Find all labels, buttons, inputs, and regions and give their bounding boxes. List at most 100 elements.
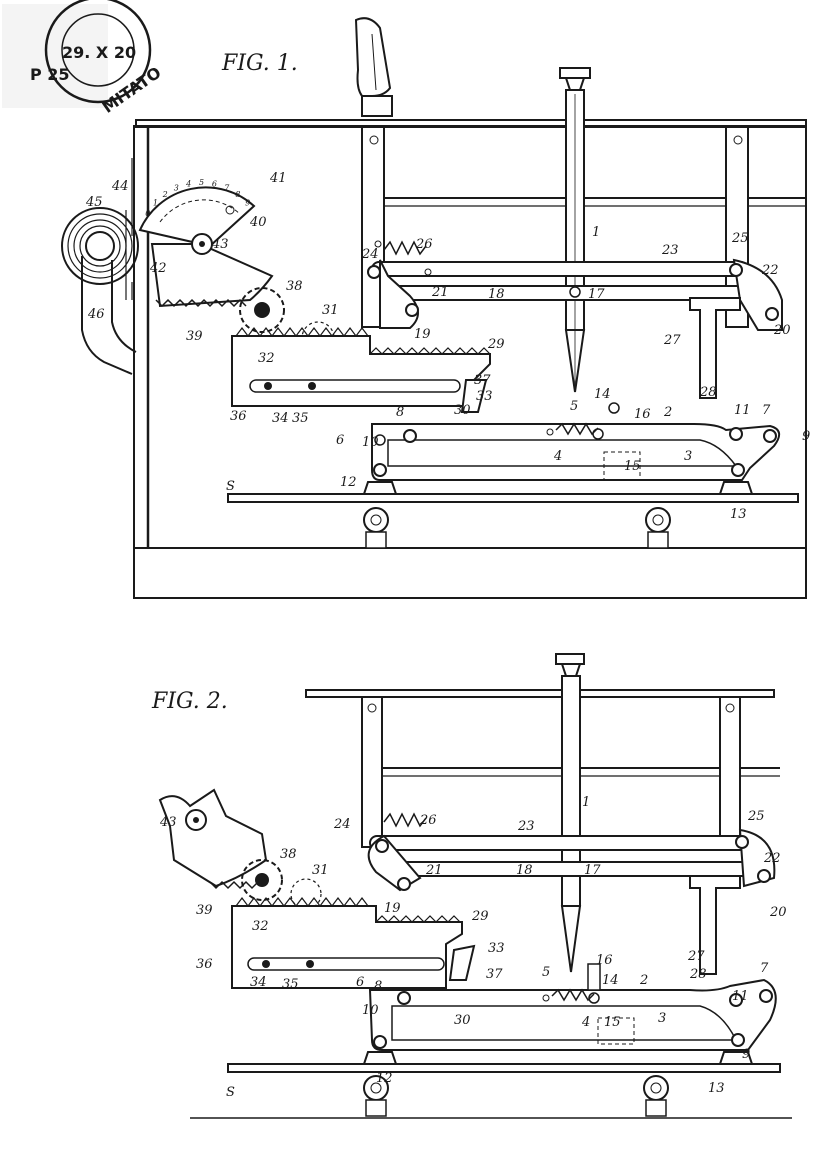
reference-numeral: 9 (802, 429, 810, 444)
reference-numeral: 35 (282, 977, 299, 992)
reference-numeral: 4 (553, 449, 562, 464)
feet-wheels (363, 507, 671, 549)
reference-numeral: 6 (336, 433, 344, 448)
reference-numeral: 28 (699, 385, 717, 400)
reference-numeral: 22 (761, 263, 779, 278)
reference-numeral: 43 (159, 815, 177, 830)
reference-numeral: 30 (454, 1013, 471, 1028)
patent-office-stamp: 29. X 20 MITATO P 25 (2, 0, 165, 117)
reference-numeral: 22 (763, 851, 781, 866)
reference-numeral: 33 (488, 941, 505, 956)
dial-scale-number: 0 (145, 209, 150, 218)
reference-numeral: 17 (588, 287, 605, 302)
reference-numeral: 2 (663, 405, 672, 420)
dial-scale-number: 5 (199, 178, 204, 187)
reference-numeral: 12 (340, 475, 357, 490)
reference-numeral: S (226, 1085, 235, 1100)
reference-numeral: 36 (196, 957, 213, 972)
reference-numeral: 10 (362, 1003, 379, 1018)
reference-numeral: 39 (196, 903, 213, 918)
reference-numeral: 34 (272, 411, 289, 426)
reference-numeral: 10 (362, 435, 379, 450)
reference-numeral: 13 (708, 1081, 725, 1096)
reference-numeral: 21 (431, 285, 449, 300)
figure-1-label: FIG. 1. (221, 51, 298, 76)
dial-scale-number: 4 (185, 179, 191, 188)
reference-numeral: 8 (396, 405, 404, 420)
reference-numeral: 29 (487, 337, 505, 352)
reference-numeral: 13 (730, 507, 747, 522)
figure-2-label: FIG. 2. (151, 689, 228, 714)
stamp-agency: MITATO (99, 63, 165, 117)
reference-numeral: 23 (517, 819, 535, 834)
reference-numeral: 32 (258, 351, 275, 366)
reference-numeral: 7 (762, 403, 771, 418)
figure-2: FIG. 2. (151, 653, 792, 1119)
reference-numeral: 15 (604, 1015, 621, 1030)
reference-numeral: 18 (516, 863, 533, 878)
dial-scale-number: 8 (235, 190, 240, 199)
reference-numeral: 3 (684, 449, 692, 464)
reference-numeral: S (226, 479, 235, 494)
reference-numeral: 14 (602, 973, 619, 988)
reference-numeral: 18 (488, 287, 505, 302)
dial-scale-number: 6 (212, 179, 217, 188)
reference-numeral: 12 (376, 1071, 393, 1086)
reference-numeral: 31 (322, 303, 339, 318)
reference-numeral: 11 (734, 403, 751, 418)
reference-numeral: 38 (280, 847, 297, 862)
lower-linkage (371, 402, 781, 481)
reference-numeral: 16 (596, 953, 613, 968)
reference-numeral: 7 (760, 961, 769, 976)
reference-numeral: 27 (687, 949, 705, 964)
reference-numeral: 21 (425, 863, 443, 878)
reference-numeral: 5 (542, 965, 550, 980)
reference-numeral: 32 (252, 919, 269, 934)
reference-numeral: 20 (769, 905, 787, 920)
reference-numeral: 30 (454, 403, 471, 418)
dial-scale-number: 9 (245, 199, 250, 208)
reference-numeral: 8 (374, 979, 382, 994)
reference-numeral: 9 (742, 1047, 750, 1062)
reference-numeral: 19 (414, 327, 431, 342)
reference-numeral: 37 (474, 373, 491, 388)
reference-numeral: 31 (312, 863, 329, 878)
stamp-date: 29. X 20 (62, 43, 136, 62)
dial-scale-number: 1 (153, 199, 158, 208)
top-plate (135, 119, 807, 128)
reference-numeral: 25 (747, 809, 765, 824)
reference-numeral: 39 (186, 329, 203, 344)
reference-numeral: 15 (624, 459, 641, 474)
reference-numeral: 24 (333, 817, 351, 832)
reference-numeral: 26 (419, 813, 437, 828)
reference-numeral: 42 (149, 261, 167, 276)
reference-numeral: 43 (211, 237, 229, 252)
reference-numeral: 28 (689, 967, 707, 982)
reference-numeral: 1 (592, 225, 600, 240)
reference-numeral: 26 (415, 237, 433, 252)
dial-scale-number: 7 (224, 183, 230, 192)
plunger-rod (559, 67, 591, 393)
reference-numeral: 46 (87, 307, 105, 322)
figure-1: FIG. 1. (61, 17, 810, 599)
reference-numeral: 16 (634, 407, 651, 422)
reference-numeral: 3 (658, 1011, 666, 1026)
reference-numeral: 41 (269, 171, 287, 186)
reference-numeral: 6 (356, 975, 364, 990)
reference-numeral: 19 (384, 901, 401, 916)
reference-numeral: 37 (486, 967, 503, 982)
crank-handle (354, 17, 393, 117)
reference-numeral: 45 (85, 195, 103, 210)
reference-numeral: 11 (732, 989, 749, 1004)
coil-spring (61, 158, 139, 375)
reference-numeral: 36 (230, 409, 247, 424)
reference-numeral: 1 (582, 795, 590, 810)
reference-numeral: 2 (639, 973, 648, 988)
stamp-mark: P 25 (30, 65, 70, 84)
reference-numeral: 14 (594, 387, 611, 402)
reference-numeral: 5 (570, 399, 578, 414)
